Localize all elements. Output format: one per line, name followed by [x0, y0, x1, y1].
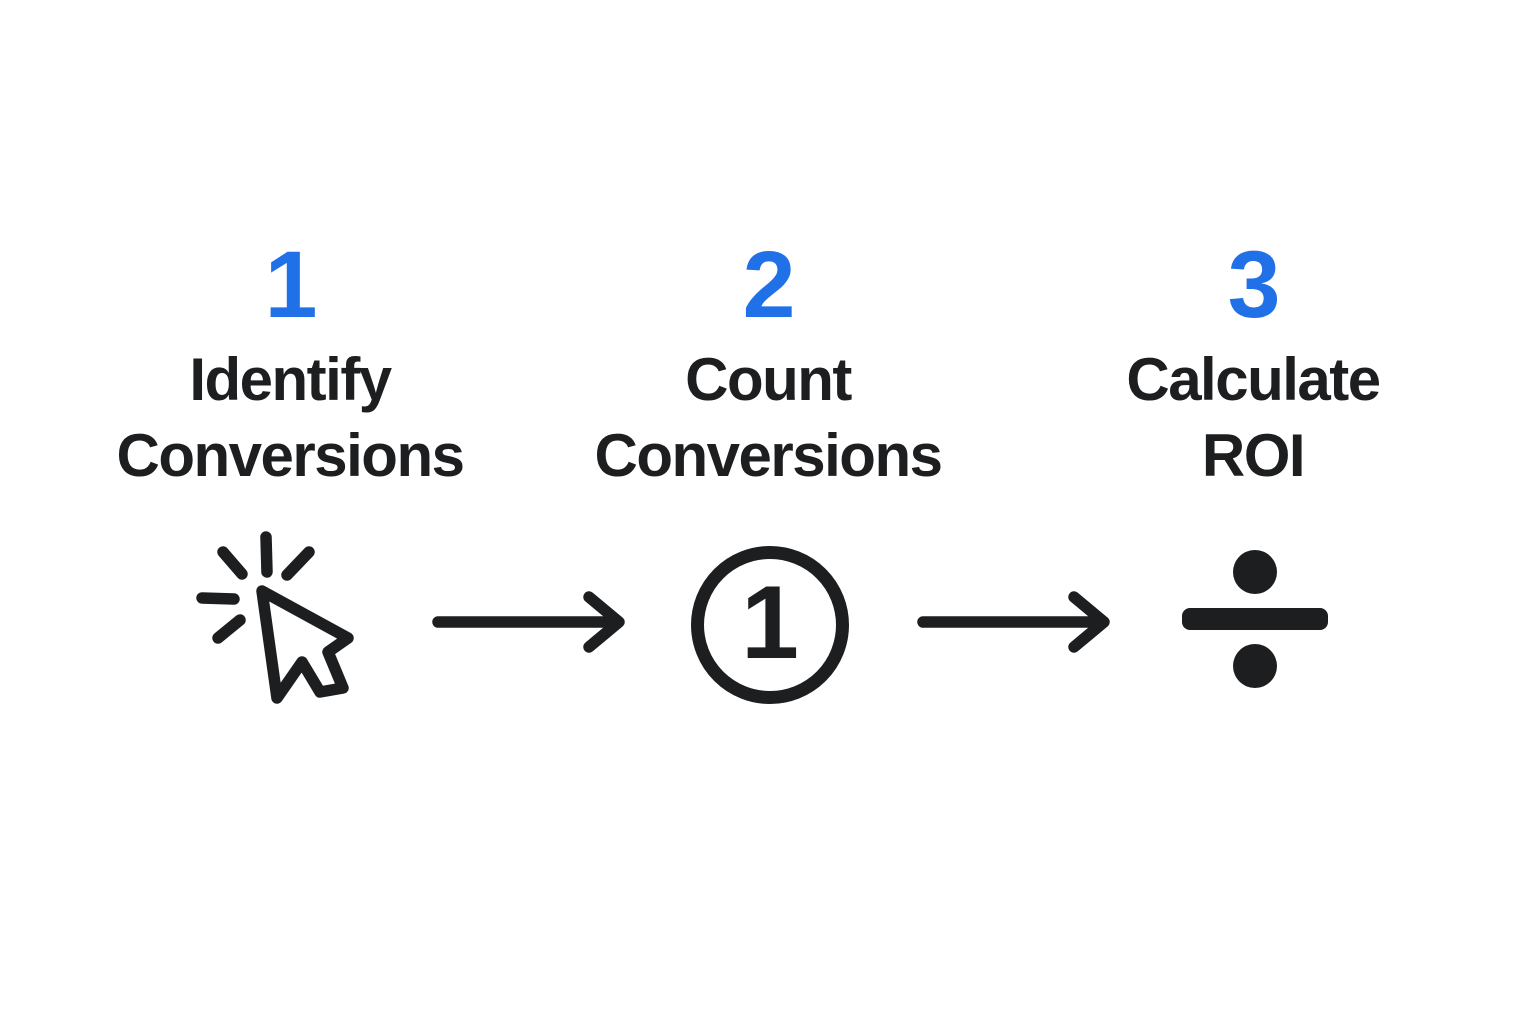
- step-2-title: Count Conversions: [594, 342, 943, 494]
- cursor-click-icon: [196, 531, 354, 704]
- step-2-header: 2 Count Conversions: [594, 232, 943, 494]
- step-3-title-line-1: Calculate: [1126, 345, 1381, 413]
- step-2-title-line-1: Count: [685, 345, 852, 413]
- step-3-title-line-2: ROI: [1201, 421, 1306, 489]
- step-1-number: 1: [264, 232, 318, 338]
- step-2-number: 2: [742, 232, 796, 338]
- step-3-header: 3 Calculate ROI: [1126, 232, 1381, 494]
- circled-one-icon: 1: [691, 546, 849, 704]
- step-1-title-line-1: Identify: [189, 345, 392, 413]
- circled-one-digit: 1: [741, 565, 799, 681]
- division-dot-bottom: [1233, 644, 1277, 688]
- step-3-number: 3: [1227, 232, 1281, 338]
- division-icon: [1182, 550, 1328, 688]
- step-2-title-line-2: Conversions: [594, 421, 943, 489]
- cursor-click-rays: [196, 531, 315, 644]
- step-1-title-line-2: Conversions: [116, 421, 465, 489]
- arrow-right-icon-1: [432, 591, 625, 653]
- division-dot-top: [1233, 550, 1277, 594]
- cursor-pointer-outline: [256, 585, 354, 704]
- arrow-right-icon-2: [917, 591, 1110, 653]
- step-3-title: Calculate ROI: [1126, 342, 1381, 494]
- step-1-title: Identify Conversions: [116, 342, 465, 494]
- division-bar: [1182, 608, 1328, 630]
- step-1-header: 1 Identify Conversions: [116, 232, 465, 494]
